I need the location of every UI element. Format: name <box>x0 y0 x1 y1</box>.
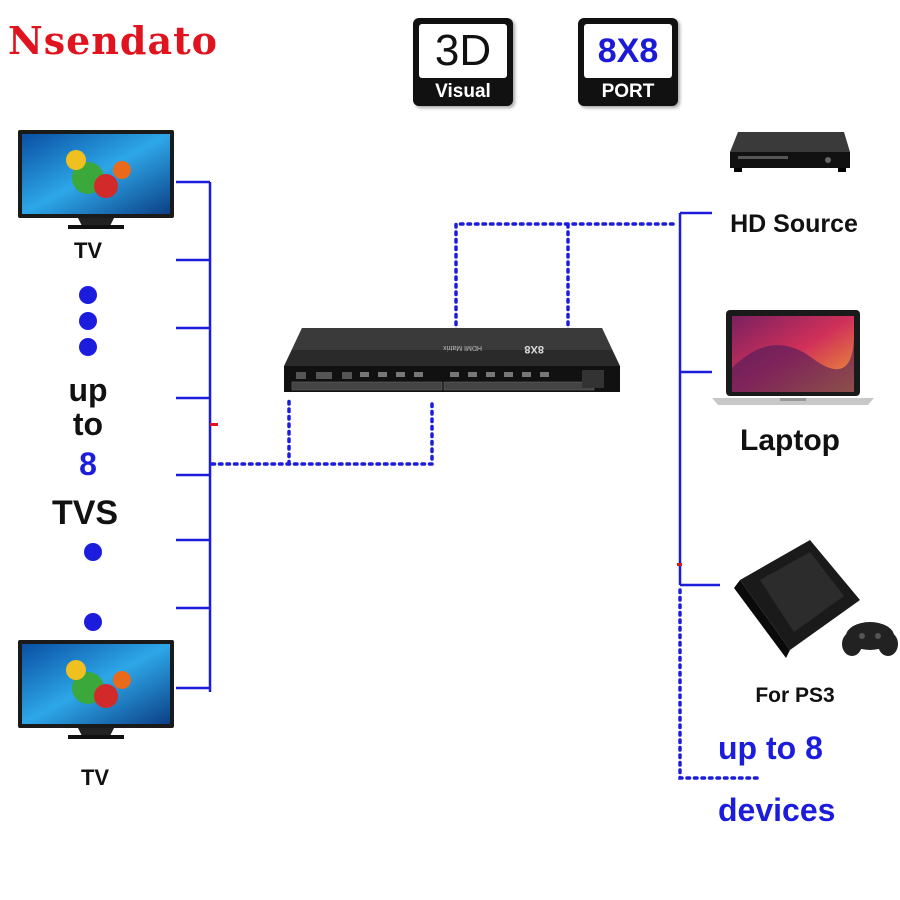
dotted-output-link <box>210 398 434 466</box>
up-to-8-devices-line2: devices <box>718 792 836 828</box>
dvd-player-icon <box>730 132 850 172</box>
badge-main-text: 8X8 <box>584 24 672 78</box>
brand-logo: Nsendato <box>8 18 219 63</box>
ps3-console-icon <box>734 540 898 658</box>
tv-top-label: TV <box>73 238 103 263</box>
ellipsis-dot <box>79 286 97 304</box>
hd-source-label: HD Source <box>730 210 858 238</box>
badge-main-text: 3D <box>419 24 507 78</box>
laptop-icon <box>712 310 874 405</box>
hdmi-matrix-device: 8X8 HDMI Matrix <box>284 328 620 392</box>
up-to-8-tvs-line2: to <box>72 406 104 442</box>
red-tick-mark <box>677 563 682 566</box>
ellipsis-dot <box>84 543 102 561</box>
laptop-label: Laptop <box>740 424 840 457</box>
tv-bottom-label: TV <box>80 765 110 790</box>
ps3-label: For PS3 <box>755 684 835 707</box>
badge-sub-text: Visual <box>435 81 491 102</box>
up-to-8-tvs-line1: up <box>68 372 108 408</box>
ellipsis-dot <box>84 613 102 631</box>
dotted-device-link <box>678 588 762 780</box>
badge-sub-text: PORT <box>601 81 655 102</box>
ellipsis-dot <box>79 338 97 356</box>
device-panel-text: HDMI Matrix <box>443 344 482 351</box>
up-to-8-tvs-line3: 8 <box>79 446 97 482</box>
tv-icon <box>18 640 174 739</box>
dotted-input-link <box>454 222 677 334</box>
red-tick-mark <box>210 423 218 426</box>
device-model-text: 8X8 <box>524 343 544 355</box>
tv-icon <box>18 130 174 229</box>
up-to-8-tvs-line4: TVS <box>51 494 119 532</box>
8x8-port-badge: 8X8 PORT <box>578 18 678 106</box>
3d-visual-badge: 3D Visual <box>413 18 513 106</box>
up-to-8-devices-line1: up to 8 <box>718 730 823 766</box>
ellipsis-dot <box>79 312 97 330</box>
